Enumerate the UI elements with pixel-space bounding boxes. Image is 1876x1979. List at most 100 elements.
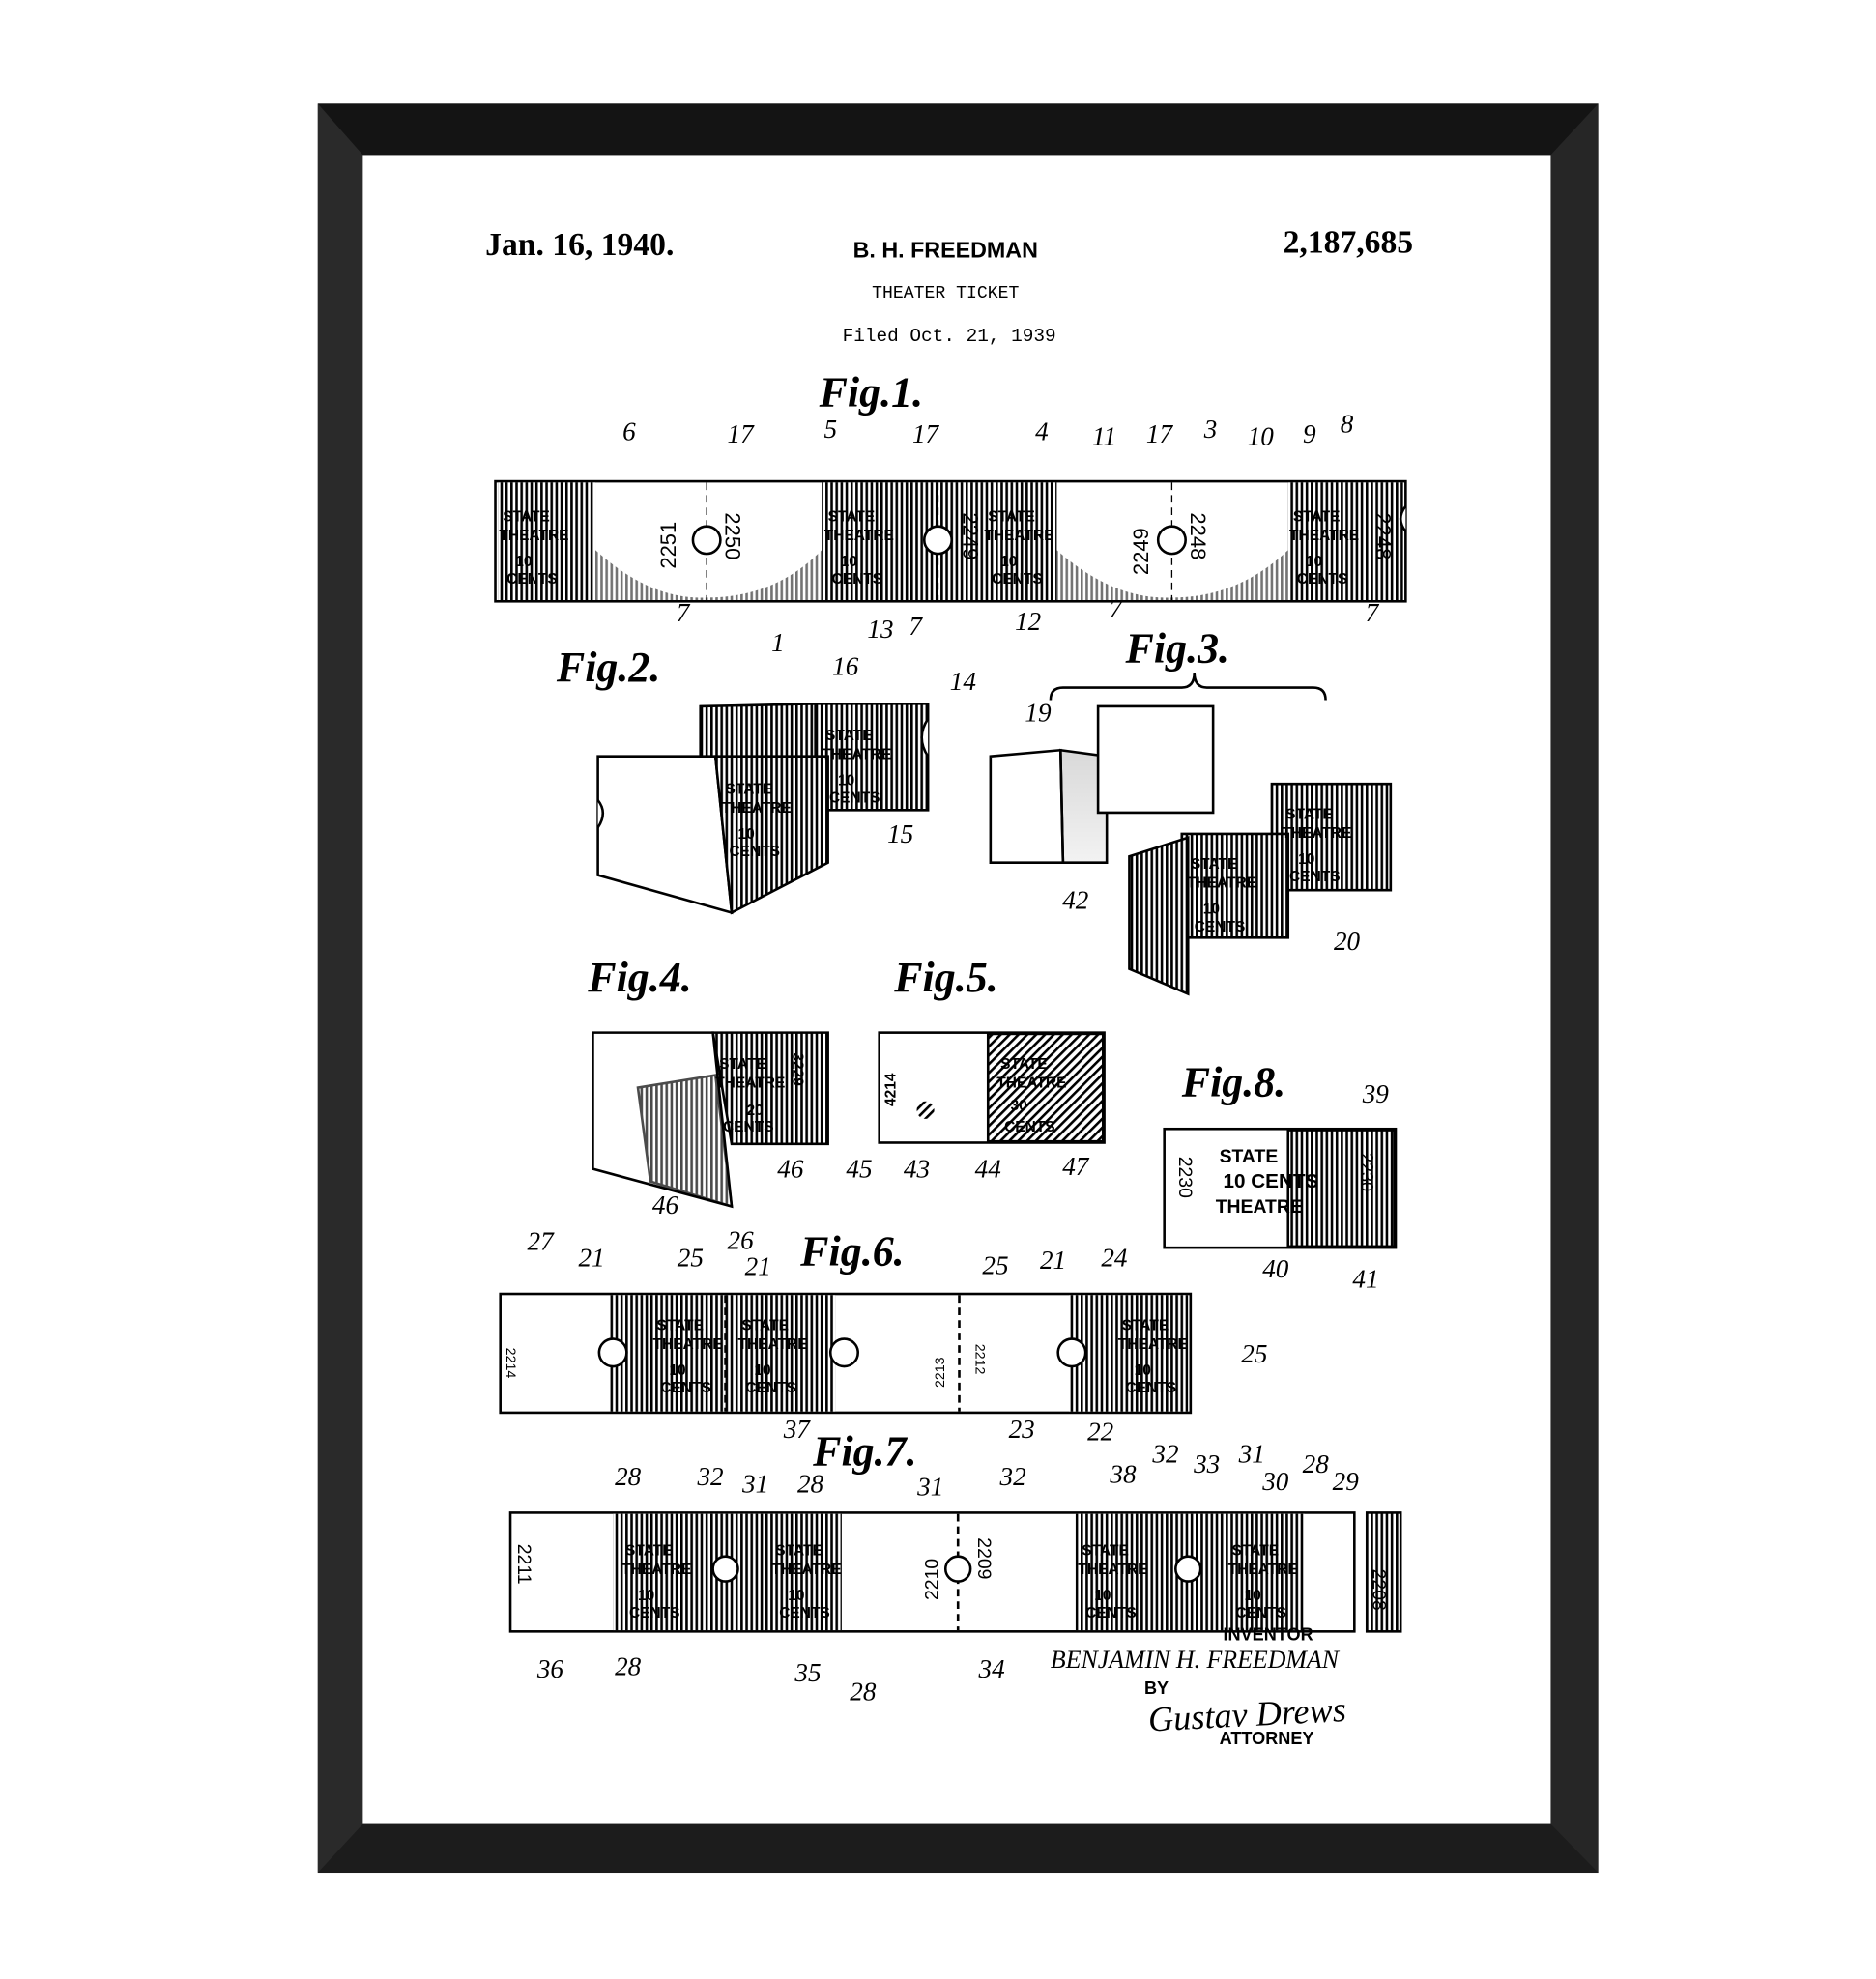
fig8-serial-right: 2230 — [1357, 1153, 1376, 1191]
reference-numeral: 17 — [912, 419, 940, 448]
serial: 2250 — [721, 512, 745, 559]
ticket-theatre: THEATRE — [1078, 1562, 1147, 1578]
ticket-theatre: THEATRE — [984, 528, 1053, 544]
serial: 2211 — [513, 1544, 534, 1585]
by-label: BY — [1144, 1678, 1169, 1698]
reference-numeral: 42 — [1062, 886, 1088, 915]
reference-numeral: 7 — [1109, 594, 1123, 623]
ticket-state: STATE — [726, 782, 773, 798]
ticket-cents: CENTS — [723, 1119, 774, 1135]
ticket-cents: CENTS — [1235, 1605, 1286, 1621]
ticket-price: 10 — [638, 1588, 654, 1604]
reference-numeral: 32 — [1151, 1440, 1178, 1469]
ticket-price: 10 — [1244, 1588, 1260, 1604]
fig8-ticket — [1163, 1127, 1398, 1249]
reference-numeral: 35 — [794, 1658, 821, 1687]
fig6-ticket-strip — [499, 1292, 1193, 1415]
ticket-price: 10 — [1306, 554, 1322, 570]
reference-numeral: 31 — [1238, 1440, 1265, 1469]
reference-numeral: 39 — [1362, 1079, 1390, 1108]
serial: 2210 — [922, 1559, 943, 1600]
reference-numeral: 31 — [916, 1472, 943, 1501]
fig2-label: Fig.2. — [556, 644, 661, 691]
reference-numeral: 22 — [1087, 1417, 1113, 1446]
fig3-folded-tickets — [989, 704, 1393, 996]
ticket-cents: CENTS — [829, 790, 880, 807]
reference-numeral: 10 — [1248, 422, 1275, 451]
ticket-state: STATE — [1000, 1056, 1048, 1073]
filed-date: Filed Oct. 21, 1939 — [843, 326, 1056, 347]
reference-numeral: 7 — [909, 612, 923, 641]
ticket-theatre: THEATRE — [1228, 1562, 1298, 1578]
ticket-price: 10 — [841, 554, 857, 570]
fig6-label: Fig.6. — [799, 1227, 905, 1275]
fig8-serial-left: 2230 — [1174, 1157, 1196, 1198]
ticket-cents: CENTS — [1085, 1605, 1137, 1621]
ticket-theatre: THEATRE — [715, 1076, 785, 1092]
reference-numeral: 44 — [975, 1155, 1001, 1184]
reference-numeral: 11 — [1092, 422, 1116, 451]
patent-date: Jan. 16, 1940. — [485, 227, 674, 263]
ticket-face-text: STATE THEATRE CENTS — [996, 1056, 1066, 1135]
ticket-price: 10 — [788, 1588, 804, 1604]
reference-numeral: 9 — [1303, 419, 1316, 448]
ticket-theatre: THEATRE — [499, 528, 568, 544]
serial: 2249 — [958, 512, 982, 559]
attorney-label: ATTORNEY — [1220, 1729, 1314, 1748]
ticket-state: STATE — [1285, 806, 1333, 822]
ticket-cents: CENTS — [745, 1380, 796, 1396]
ticket-price: 10 — [1135, 1362, 1151, 1379]
ticket-state: STATE — [775, 1542, 823, 1559]
ticket-theatre: THEATRE — [822, 746, 891, 762]
ticket-cents: CENTS — [992, 571, 1043, 588]
reference-numeral: 46 — [777, 1155, 804, 1184]
ticket-price: 10 — [1000, 554, 1017, 570]
fig4-ticket — [592, 1031, 829, 1209]
reference-numeral: 25 — [1241, 1339, 1267, 1368]
ticket-state: STATE — [719, 1056, 766, 1073]
fig3-brace — [1049, 672, 1327, 701]
ticket-cents: CENTS — [729, 844, 780, 860]
fig8-line2: 10 CENTS — [1223, 1170, 1318, 1192]
frame-bevel-right — [1550, 103, 1599, 1874]
fig4-price: 20 — [747, 1103, 764, 1119]
fig2-folded-tickets — [596, 703, 930, 915]
ticket-cents: CENTS — [506, 571, 558, 588]
frame-bevel-top — [317, 103, 1599, 156]
reference-numeral: 25 — [982, 1250, 1008, 1279]
ticket-theatre: THEATRE — [771, 1562, 841, 1578]
reference-numeral: 23 — [1009, 1415, 1035, 1444]
reference-numeral: 27 — [528, 1227, 556, 1256]
reference-numeral: 3 — [1203, 415, 1218, 444]
reference-numeral: 24 — [1101, 1244, 1127, 1273]
reference-numeral: 4 — [1035, 416, 1049, 445]
reference-numeral: 32 — [696, 1462, 723, 1491]
ticket-state: STATE — [828, 508, 876, 525]
serial: 2213 — [933, 1357, 948, 1388]
frame-bevel-left — [317, 103, 363, 1874]
fig5-ticket — [878, 1031, 1106, 1144]
ticket-theatre: THEATRE — [996, 1076, 1066, 1092]
fig1-label: Fig.1. — [819, 368, 924, 416]
inventor-name: BENJAMIN H. FREEDMAN — [1051, 1646, 1341, 1674]
reference-numeral: 28 — [1303, 1449, 1330, 1478]
reference-numeral: 28 — [850, 1677, 877, 1706]
reference-numeral: 28 — [615, 1462, 642, 1491]
reference-numeral: 43 — [904, 1155, 930, 1184]
reference-numeral: 20 — [1334, 927, 1361, 956]
ticket-state: STATE — [1082, 1542, 1129, 1559]
ticket-cents: CENTS — [1126, 1380, 1177, 1396]
ticket-cents: CENTS — [1004, 1119, 1055, 1135]
ticket-cents: CENTS — [1289, 869, 1341, 885]
ticket-theatre: THEATRE — [1187, 875, 1256, 892]
ticket-theatre: THEATRE — [722, 800, 792, 817]
